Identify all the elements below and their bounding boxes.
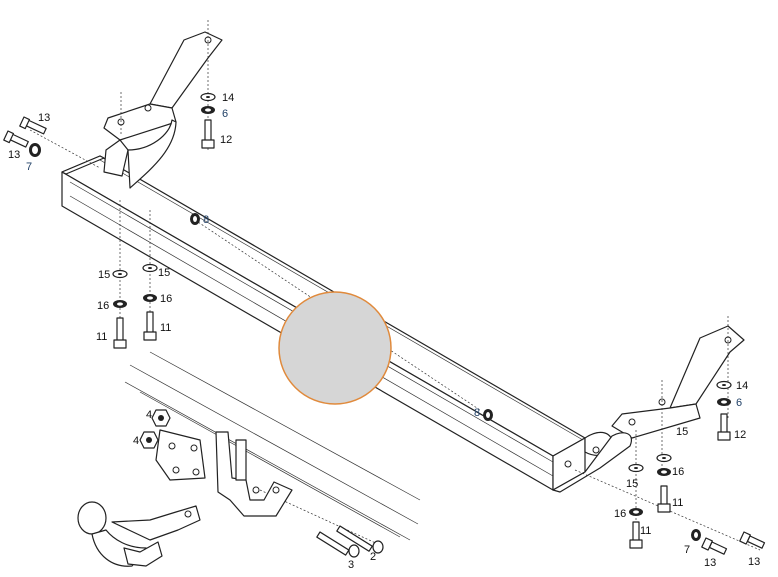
nut-4-b bbox=[139, 431, 159, 449]
left-bolt-11-b bbox=[143, 311, 157, 341]
callout-label: 12 bbox=[220, 134, 232, 146]
left-nut-8 bbox=[190, 213, 200, 225]
left-washer-7 bbox=[29, 143, 41, 157]
nut-4-a bbox=[151, 409, 171, 427]
callout-label: 4 bbox=[133, 435, 139, 447]
left-washer-14 bbox=[200, 92, 216, 102]
callout-label: 13 bbox=[38, 112, 50, 124]
right-bolt-11-b bbox=[629, 521, 643, 549]
callout-label: 13 bbox=[748, 556, 760, 568]
left-bolt-11-a bbox=[113, 317, 127, 349]
towball-neck-bracket bbox=[215, 431, 293, 517]
callout-label: 11 bbox=[640, 525, 651, 537]
callout-label: 11 bbox=[96, 331, 107, 343]
callout-label: 13 bbox=[704, 557, 716, 569]
left-mounting-bracket bbox=[103, 20, 223, 189]
right-washer-16-b bbox=[629, 508, 643, 516]
callout-label: 12 bbox=[734, 429, 746, 441]
callout-label: 15 bbox=[676, 426, 688, 438]
vehicle-rails bbox=[124, 351, 421, 541]
callout-label: 15 bbox=[98, 269, 110, 281]
callout-labels: 13 13 7 14 6 12 8 15 15 16 16 11 11 4 4 … bbox=[8, 92, 760, 571]
callout-label: 7 bbox=[26, 161, 32, 173]
callout-label: 15 bbox=[158, 267, 170, 279]
left-washer-6 bbox=[201, 106, 215, 114]
callout-label: 8 bbox=[474, 407, 480, 419]
callout-label: 14 bbox=[222, 92, 234, 104]
right-bolt-13-a bbox=[701, 537, 728, 555]
callout-label: 11 bbox=[160, 322, 171, 334]
callout-label: 16 bbox=[160, 293, 172, 305]
callout-label: 6 bbox=[736, 397, 742, 409]
socket-mounting-plate bbox=[155, 429, 206, 481]
pin-2 bbox=[336, 525, 384, 554]
right-bolt-12 bbox=[717, 413, 731, 441]
callout-label: 15 bbox=[626, 478, 638, 490]
callout-label: 13 bbox=[8, 149, 20, 161]
right-nut-8 bbox=[483, 409, 493, 421]
right-washer-15-b bbox=[628, 463, 644, 473]
callout-label: 3 bbox=[348, 559, 354, 571]
pin-3 bbox=[316, 531, 360, 558]
callout-label: 2 bbox=[370, 551, 376, 563]
right-washer-15-a bbox=[656, 453, 672, 463]
callout-label: 7 bbox=[684, 544, 690, 556]
right-washer-14 bbox=[716, 380, 732, 390]
callout-label: 4 bbox=[146, 409, 152, 421]
callout-label: 16 bbox=[672, 466, 684, 478]
left-bolt-13-a bbox=[19, 116, 47, 135]
callout-label: 14 bbox=[736, 380, 748, 392]
right-bolt-13-b bbox=[739, 531, 766, 549]
right-bolt-11-a bbox=[657, 485, 671, 513]
callout-label: 8 bbox=[203, 214, 209, 226]
right-washer-7 bbox=[691, 529, 701, 541]
left-washer-15-b bbox=[142, 263, 158, 273]
left-washer-16-a bbox=[113, 300, 127, 308]
callout-label: 6 bbox=[222, 108, 228, 120]
placeholder-badge bbox=[278, 291, 392, 405]
right-washer-16-a bbox=[657, 468, 671, 476]
left-bolt-12 bbox=[201, 119, 215, 149]
callout-label: 11 bbox=[672, 497, 683, 509]
right-mounting-bracket bbox=[552, 316, 745, 520]
right-washer-6 bbox=[717, 398, 731, 406]
left-bolt-13-b bbox=[3, 130, 29, 148]
callout-label: 16 bbox=[614, 508, 626, 520]
tow-ball-assembly bbox=[77, 501, 201, 567]
callout-label: 16 bbox=[97, 300, 109, 312]
left-washer-15-a bbox=[112, 269, 128, 279]
left-washer-16-b bbox=[143, 294, 157, 302]
